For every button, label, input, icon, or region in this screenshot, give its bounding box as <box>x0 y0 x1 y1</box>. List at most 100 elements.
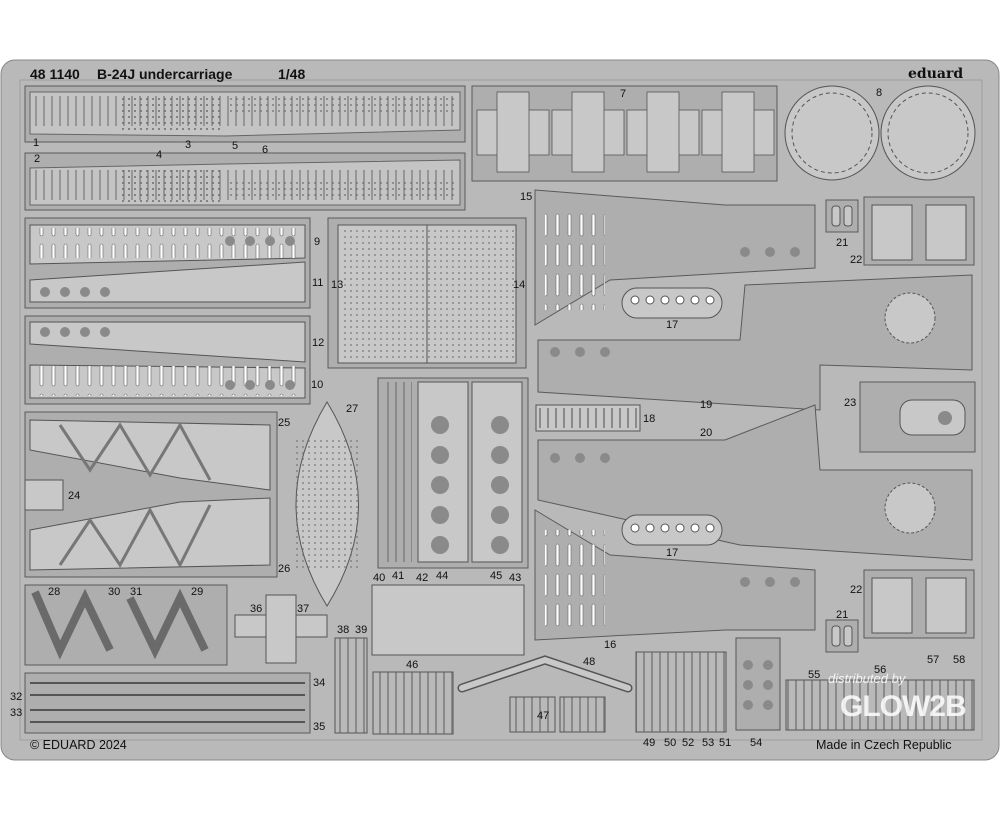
label-30: 30 <box>108 586 120 598</box>
label-10: 10 <box>311 379 323 391</box>
fret-inner-border <box>19 79 983 741</box>
label-16: 16 <box>604 639 616 651</box>
label-13: 13 <box>331 279 343 291</box>
label-11: 11 <box>312 277 323 289</box>
label-33: 33 <box>10 707 22 719</box>
label-38: 38 <box>337 624 349 636</box>
origin-text: Made in Czech Republic <box>816 738 952 752</box>
part-7-box-frames <box>471 85 778 182</box>
strip-parts-1-3-5 <box>24 85 466 143</box>
label-47: 47 <box>537 710 549 722</box>
label-19: 19 <box>700 399 712 411</box>
gear-door-part-19 <box>537 274 973 411</box>
label-28: 28 <box>48 586 60 598</box>
label-26: 26 <box>278 563 290 575</box>
label-50: 50 <box>664 737 676 749</box>
part-17-lower <box>621 514 723 546</box>
label-53: 53 <box>702 737 714 749</box>
copyright-text: © EDUARD 2024 <box>30 738 127 752</box>
label-45: 45 <box>490 570 502 582</box>
parts-49-53 <box>635 651 727 733</box>
parts-28-31 <box>24 584 228 666</box>
fret-title: B-24J undercarriage <box>97 66 233 82</box>
label-36: 36 <box>250 603 262 615</box>
label-32: 32 <box>10 691 22 703</box>
label-37: 37 <box>297 603 309 615</box>
label-25: 25 <box>278 417 290 429</box>
label-12: 12 <box>312 337 324 349</box>
label-43: 43 <box>509 572 521 584</box>
gear-door-part-16 <box>534 509 816 641</box>
watermark: distributed by GLOW2B <box>828 671 967 723</box>
label-4: 4 <box>156 149 162 161</box>
part-21-lower <box>825 619 859 653</box>
label-7: 7 <box>620 88 626 100</box>
label-3: 3 <box>185 139 191 151</box>
parts-55-58 <box>785 679 975 731</box>
truss-parts-25-26 <box>24 411 278 578</box>
label-40: 40 <box>373 572 385 584</box>
label-52: 52 <box>682 737 694 749</box>
part-22-lower <box>863 569 975 639</box>
part-23-bracket <box>859 381 976 453</box>
label-29: 29 <box>191 586 203 598</box>
label-49: 49 <box>643 737 655 749</box>
part-43-46-group <box>371 584 525 656</box>
strip-parts-2-4-6 <box>24 152 466 211</box>
brand-logo: eduard <box>908 66 963 82</box>
label-46: 46 <box>406 659 418 671</box>
label-41: 41 <box>392 570 404 582</box>
wheel-bay-parts-13-14 <box>327 217 527 369</box>
label-8: 8 <box>876 87 882 99</box>
label-21-lower: 21 <box>836 609 848 621</box>
label-34: 34 <box>313 677 325 689</box>
label-51: 51 <box>719 737 731 749</box>
label-15: 15 <box>520 191 532 203</box>
label-48: 48 <box>583 656 595 668</box>
parts-38-39 <box>334 637 368 734</box>
label-14: 14 <box>513 279 525 291</box>
label-55: 55 <box>808 669 820 681</box>
label-42: 42 <box>416 572 428 584</box>
label-22-upper: 22 <box>850 254 862 266</box>
part-8-discs <box>784 84 980 181</box>
label-9: 9 <box>314 236 320 248</box>
parts-36-37 <box>234 594 328 664</box>
label-54: 54 <box>750 737 762 749</box>
label-18: 18 <box>643 413 655 425</box>
label-24: 24 <box>68 490 80 502</box>
label-21-upper: 21 <box>836 237 848 249</box>
part-17-upper <box>621 287 723 319</box>
label-1: 1 <box>33 137 39 149</box>
label-57: 57 <box>927 654 939 666</box>
plates-parts-40-45 <box>377 377 529 569</box>
label-6: 6 <box>262 144 268 156</box>
part-18-ribs <box>538 408 638 428</box>
label-39: 39 <box>355 624 367 636</box>
fret-code: 48 1140 <box>30 66 80 82</box>
label-23: 23 <box>844 397 856 409</box>
watermark-line2: GLOW2B <box>840 690 966 723</box>
watermark-line1: distributed by <box>828 671 907 686</box>
label-31: 31 <box>130 586 142 598</box>
gear-door-part-15 <box>534 189 816 326</box>
part-number-labels: 1 2 3 4 5 6 7 8 9 10 11 12 13 14 15 16 1… <box>10 87 965 749</box>
fret-scale: 1/48 <box>278 66 305 82</box>
part-22-upper <box>863 196 975 266</box>
part-48-arm-fill <box>459 656 631 691</box>
label-2: 2 <box>34 153 40 165</box>
label-58: 58 <box>953 654 965 666</box>
panel-parts-9-11 <box>24 217 311 309</box>
panel-parts-12-10 <box>24 315 311 405</box>
label-20: 20 <box>700 427 712 439</box>
label-27: 27 <box>346 403 358 415</box>
label-35: 35 <box>313 721 325 733</box>
part-54-group <box>735 637 781 731</box>
label-22-lower: 22 <box>850 584 862 596</box>
part-24 <box>24 479 64 511</box>
part-47-group <box>509 696 606 733</box>
label-17-upper: 17 <box>666 319 678 331</box>
part-27-lens <box>295 401 360 607</box>
label-5: 5 <box>232 140 238 152</box>
